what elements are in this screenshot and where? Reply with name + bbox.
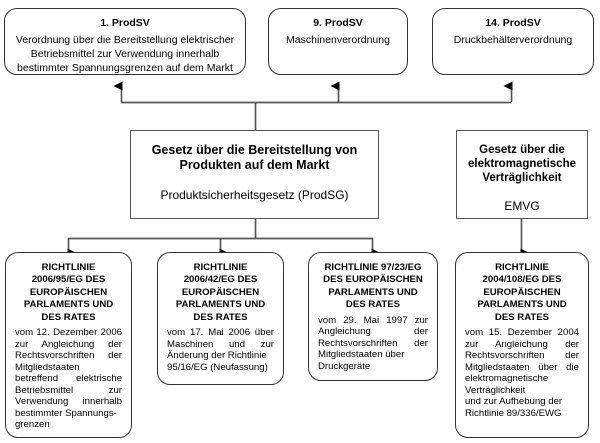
node-title-line: DES RATES (193, 311, 248, 323)
node-body-lastline: und zur Aufhebung der Richtlinie 89/336/… (465, 396, 563, 419)
node-title-line: EUROPÄISCHEN (181, 286, 260, 298)
node-prodsv-1[interactable]: 1. ProdSV Verordnung über die Bereitstel… (4, 8, 246, 75)
node-title-line: RICHTLINIE 97/23/EG (324, 262, 422, 273)
node-body-lastline: grenzen (15, 419, 50, 431)
node-body-text: vom 17. Mai 2006 über Maschinen und zur … (167, 327, 274, 362)
connector-prodsg-to-directives (67, 219, 381, 258)
node-title-line: RICHTLINIE (41, 262, 96, 273)
node-title-line: DES EUROPÄISCHEN (323, 274, 423, 286)
node-title-line: DES RATES (41, 311, 96, 323)
node-emvg[interactable]: Gesetz über die elektromagnetische Vertr… (456, 130, 588, 219)
node-title-line: DES RATES (494, 311, 550, 323)
node-prodsg[interactable]: Gesetz über die Bereitstellung von Produ… (130, 130, 379, 219)
node-body: vom 17. Mai 2006 über Maschinen und zur … (167, 327, 274, 373)
node-title-line: elektromagnetische (467, 158, 576, 171)
node-title-line: Gesetz über die Bereitstellung von (151, 143, 358, 157)
node-body-line: Betriebsmittel zur Verwendung innerhalb (30, 47, 220, 60)
node-title: RICHTLINIE 2004/108/EG DES EUROPÄISCHEN … (465, 262, 579, 324)
node-title-line: PARLAMENTS UND (23, 299, 114, 311)
node-title-line: RICHTLINIE (193, 262, 248, 273)
node-title: Gesetz über die elektromagnetische Vertr… (465, 143, 579, 185)
node-body: vom 29. Mai 1997 zur Angleichung der Rec… (318, 315, 428, 373)
node-title-line: 2006/95/EG DES (31, 274, 106, 286)
node-title-line: EUROPÄISCHEN (483, 286, 561, 298)
node-title-line: 2006/42/EG DES (183, 274, 258, 286)
connector-prodsg-to-prodsv (113, 81, 513, 130)
node-title-line: PARLAMENTS UND (477, 299, 567, 311)
node-title-line: PARLAMENTS UND (328, 286, 418, 298)
node-body: Verordnung über die Bereitstellung elekt… (14, 33, 236, 74)
node-subtitle: Maschinenverordnung (286, 33, 390, 46)
node-title-line: PARLAMENTS UND (175, 299, 266, 311)
node-title-line: Verträglichkeit (482, 172, 562, 185)
node-body-text: vom 15. Dezember 2004 zur Angleichung de… (465, 327, 579, 396)
node-subtitle: EMVG (504, 199, 540, 214)
node-body: vom 12. Dezember 2006 zur Angleichung de… (15, 327, 122, 431)
node-title-line: DES RATES (345, 299, 401, 311)
node-title-line: 2004/108/EG DES (482, 274, 562, 286)
node-body-lastline: 95/16/EG (Neufassung) (167, 361, 268, 373)
node-body: vom 15. Dezember 2004 zur Angleichung de… (465, 327, 579, 419)
node-title-line: Gesetz über die (479, 144, 565, 156)
node-prodsv-9[interactable]: 9. ProdSV Maschinenverordnung (268, 8, 408, 75)
node-title: 1. ProdSV (100, 17, 150, 29)
node-title: RICHTLINIE 97/23/EG DES EUROPÄISCHEN PAR… (318, 262, 428, 312)
node-directive-2006-95[interactable]: RICHTLINIE 2006/95/EG DES EUROPÄISCHEN P… (5, 252, 132, 438)
node-body-text: vom 12. Dezember 2006 zur Angleichung de… (15, 327, 122, 419)
node-title: RICHTLINIE 2006/95/EG DES EUROPÄISCHEN P… (15, 262, 122, 324)
node-title-line: RICHTLINIE (495, 262, 549, 273)
node-directive-2004-108[interactable]: RICHTLINIE 2004/108/EG DES EUROPÄISCHEN … (455, 252, 589, 438)
node-body-line: bestimmter Spannungsgrenzen auf dem Mark… (17, 61, 233, 74)
node-directive-97-23[interactable]: RICHTLINIE 97/23/EG DES EUROPÄISCHEN PAR… (308, 252, 438, 381)
node-prodsv-14[interactable]: 14. ProdSV Druckbehälterverordnung (432, 8, 594, 75)
node-body-text: vom 29. Mai 1997 zur Angleichung der Rec… (318, 314, 428, 361)
node-directive-2006-42[interactable]: RICHTLINIE 2006/42/EG DES EUROPÄISCHEN P… (157, 252, 284, 385)
node-title: 14. ProdSV (485, 17, 541, 29)
node-title-line: Produkten auf dem Markt (179, 158, 330, 173)
node-subtitle: Produktsicherheitsgesetz (ProdSG) (160, 187, 349, 202)
node-subtitle: Druckbehälterverordnung (453, 33, 573, 46)
node-body-line: Verordnung über die Bereitstellung elekt… (15, 33, 235, 46)
node-title: Gesetz über die Bereitstellung von Produ… (139, 143, 370, 174)
node-title: 9. ProdSV (313, 17, 363, 29)
node-title: RICHTLINIE 2006/42/EG DES EUROPÄISCHEN P… (167, 262, 274, 324)
node-title-line: EUROPÄISCHEN (29, 286, 108, 298)
node-body-lastline: Druckgeräte (318, 360, 371, 372)
